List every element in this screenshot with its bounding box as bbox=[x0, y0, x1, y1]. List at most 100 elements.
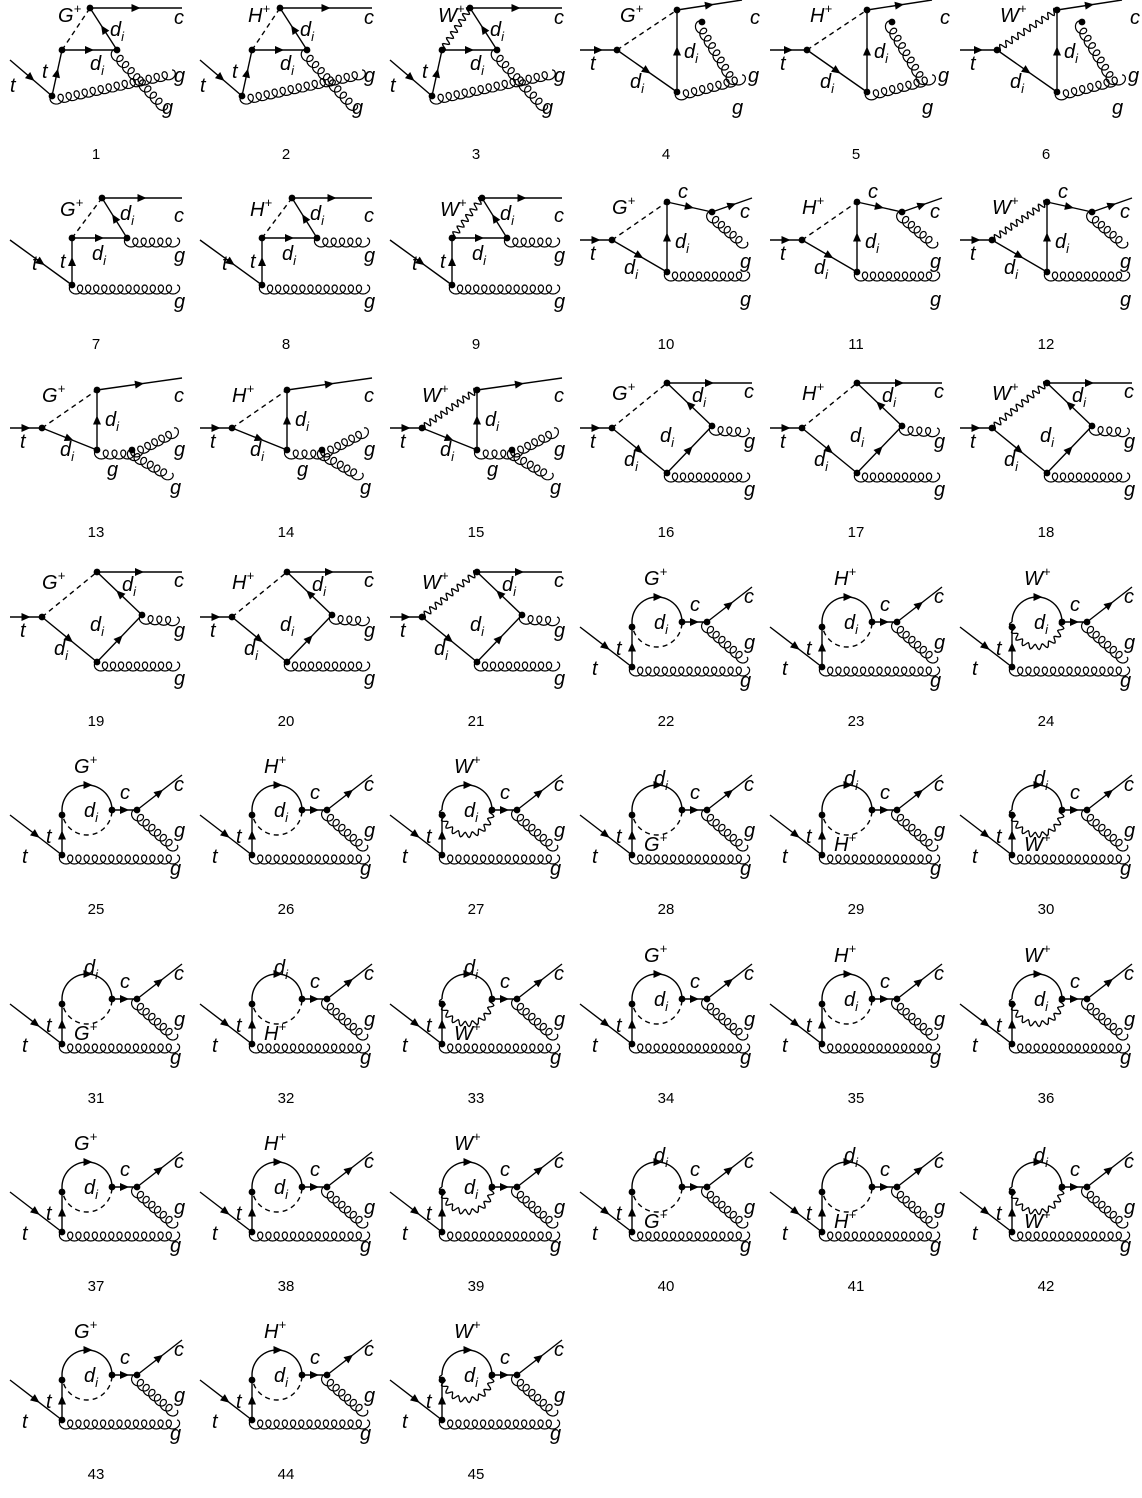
diagram-drawing: G+dittccgg bbox=[572, 944, 760, 1090]
diagram-drawing: G+dittccgg bbox=[2, 1132, 190, 1278]
label-g: g bbox=[364, 245, 375, 267]
fermion-arrow bbox=[880, 618, 889, 626]
fermion-arrow bbox=[274, 781, 283, 789]
fermion-arrow bbox=[120, 995, 129, 1003]
gluon-line bbox=[892, 1186, 938, 1228]
label-c: c bbox=[934, 586, 944, 608]
fermion-arrow bbox=[723, 1167, 733, 1176]
label-c: c bbox=[554, 205, 564, 227]
diagram-number: 10 bbox=[572, 336, 760, 353]
gluon-line bbox=[249, 855, 369, 864]
loop-boson-label: W+ bbox=[454, 1129, 481, 1155]
label-c: c bbox=[690, 971, 700, 993]
fermion-arrow bbox=[874, 202, 884, 210]
vertex-dot bbox=[819, 664, 826, 671]
vertex-dot bbox=[299, 996, 306, 1003]
loop-boson-label: H+ bbox=[232, 568, 254, 594]
label-t: t bbox=[970, 431, 977, 453]
vertex-dot bbox=[899, 423, 906, 430]
fermion-arrow bbox=[980, 1206, 990, 1215]
vertex-dot bbox=[284, 447, 291, 454]
feynman-diagram: G+dittccgg37 bbox=[2, 1132, 190, 1310]
label-g: g bbox=[170, 1235, 181, 1257]
vertex-dot bbox=[869, 619, 876, 626]
diagram-number: 15 bbox=[382, 524, 570, 541]
fermion-arrow bbox=[1021, 65, 1031, 73]
label-g: g bbox=[1120, 289, 1131, 311]
diagram-number: 31 bbox=[2, 1090, 190, 1107]
vertex-dot bbox=[1059, 619, 1066, 626]
gluon-line bbox=[1082, 1186, 1128, 1228]
vertex-dot bbox=[664, 269, 671, 276]
label-di: di bbox=[90, 53, 105, 78]
label-di: di bbox=[464, 1177, 479, 1202]
feynman-diagram: W+dittccgg33 bbox=[382, 944, 570, 1122]
vertex-dot bbox=[709, 209, 716, 216]
feynman-diagram: H+tdididicgg17 bbox=[762, 378, 950, 556]
label-g: g bbox=[732, 97, 743, 119]
label-di: di bbox=[1072, 385, 1087, 410]
loop-boson-label: H+ bbox=[264, 752, 286, 778]
vertex-dot bbox=[49, 93, 56, 100]
fermion-arrow bbox=[1103, 602, 1113, 611]
label-g: g bbox=[554, 1197, 565, 1219]
label-di: di bbox=[300, 19, 315, 44]
vertex-dot bbox=[249, 812, 256, 819]
gluon-line bbox=[59, 1232, 179, 1241]
fermion-arrow bbox=[1008, 831, 1016, 840]
label-t-in: t bbox=[22, 1411, 29, 1433]
vertex-dot bbox=[324, 807, 331, 814]
gluon-line bbox=[132, 809, 178, 851]
label-di: di bbox=[274, 957, 289, 982]
vertex-dot bbox=[249, 47, 256, 54]
vertex-dot bbox=[59, 852, 66, 859]
diagram-number: 17 bbox=[762, 524, 950, 541]
gluon-line bbox=[664, 272, 749, 281]
gluon-line bbox=[892, 998, 938, 1040]
label-g: g bbox=[934, 1009, 945, 1031]
scalar-line bbox=[632, 810, 682, 835]
gluon-line bbox=[512, 1374, 558, 1416]
vertex-dot bbox=[124, 235, 131, 242]
vertex-dot bbox=[1089, 209, 1096, 216]
vertex-dot bbox=[679, 1184, 686, 1191]
vertex-dot bbox=[429, 93, 436, 100]
vertex-dot bbox=[704, 619, 711, 626]
vertex-dot bbox=[39, 425, 46, 432]
diagram-drawing: W+tdididicgg bbox=[952, 378, 1140, 524]
label-di: di bbox=[105, 409, 120, 434]
fermion-arrow bbox=[438, 831, 446, 840]
label-g: g bbox=[542, 97, 553, 119]
vertex-dot bbox=[1009, 1001, 1016, 1008]
label-di: di bbox=[280, 53, 295, 78]
vertex-dot bbox=[114, 47, 121, 54]
fermion-arrow bbox=[120, 806, 129, 814]
gluon-line bbox=[629, 1232, 749, 1241]
vertex-dot bbox=[489, 996, 496, 1003]
label-di: di bbox=[464, 1365, 479, 1390]
loop-boson-label: H+ bbox=[834, 564, 856, 590]
vertex-dot bbox=[629, 812, 636, 819]
fermion-arrow bbox=[153, 790, 163, 799]
label-g: g bbox=[744, 1009, 755, 1031]
diagram-drawing: H+tdidicggt bbox=[192, 0, 380, 146]
gluon-line bbox=[132, 1186, 178, 1228]
vertex-dot bbox=[1079, 19, 1086, 26]
fermion-arrow bbox=[500, 995, 509, 1003]
gluon-line bbox=[854, 473, 939, 482]
gluon-line bbox=[629, 855, 749, 864]
fermion-arrow bbox=[1008, 1208, 1016, 1217]
label-t: t bbox=[590, 431, 597, 453]
fermion-arrow bbox=[895, 379, 904, 387]
fermion-arrow bbox=[30, 829, 40, 838]
fermion-arrow bbox=[481, 25, 489, 35]
loop-boson-label: G+ bbox=[42, 381, 66, 407]
label-c: c bbox=[690, 782, 700, 804]
fermion-arrow bbox=[1034, 593, 1043, 601]
fermion-arrow bbox=[1106, 203, 1116, 211]
scalar-line bbox=[632, 1187, 682, 1212]
fermion-arrow bbox=[690, 1183, 699, 1191]
gluon-line bbox=[249, 1232, 369, 1241]
gluon-line bbox=[439, 1232, 559, 1241]
